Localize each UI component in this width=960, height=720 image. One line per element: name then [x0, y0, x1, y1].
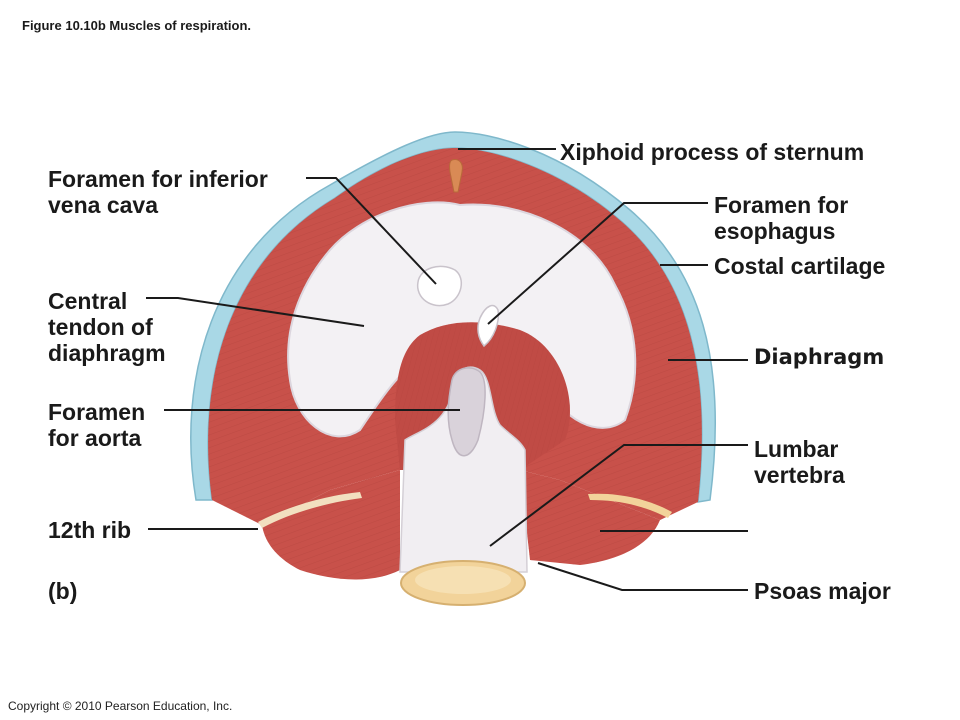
leader-psoas — [537, 562, 748, 591]
label-diaphragm: Diaphragm — [754, 345, 885, 369]
label-lumbar-line2: vertebra — [754, 462, 845, 488]
label-12th-rib: 12th rib — [48, 517, 132, 543]
label-ivc-line2: vena cava — [48, 192, 158, 218]
label-ivc-line1: Foramen for inferior — [48, 166, 268, 192]
aorta — [447, 367, 486, 457]
label-xiphoid: Xiphoid process of sternum — [560, 139, 865, 165]
foramen-esophagus — [477, 304, 500, 348]
label-central-line1: Central — [48, 288, 128, 314]
label-central-line3: diaphragm — [48, 340, 166, 366]
figure-caption: Figure 10.10b Muscles of respiration. — [22, 18, 252, 33]
label-lumbar-line1: Lumbar — [754, 436, 839, 462]
copyright-notice: Copyright © 2010 Pearson Education, Inc. — [8, 699, 233, 713]
panel-letter: (b) — [48, 578, 78, 604]
label-esophagus-line2: esophagus — [714, 218, 836, 244]
leader-ivc — [306, 177, 437, 285]
label-costal-cartilage: Costal cartilage — [714, 253, 886, 279]
leader-esophagus — [487, 202, 708, 325]
leader-central-tendon — [146, 297, 365, 327]
label-central-line2: tendon of — [48, 314, 153, 340]
vertebral-column — [399, 366, 528, 573]
twelfth-rib-right — [588, 493, 672, 518]
leader-lumbar — [489, 444, 748, 547]
twelfth-rib-left — [258, 492, 362, 528]
label-aorta-line2: for aorta — [48, 425, 142, 451]
label-psoas-major: Psoas major — [754, 578, 891, 604]
xiphoid-process — [449, 159, 463, 193]
label-aorta-line1: Foramen — [48, 399, 146, 425]
label-esophagus-line1: Foramen for — [714, 192, 849, 218]
